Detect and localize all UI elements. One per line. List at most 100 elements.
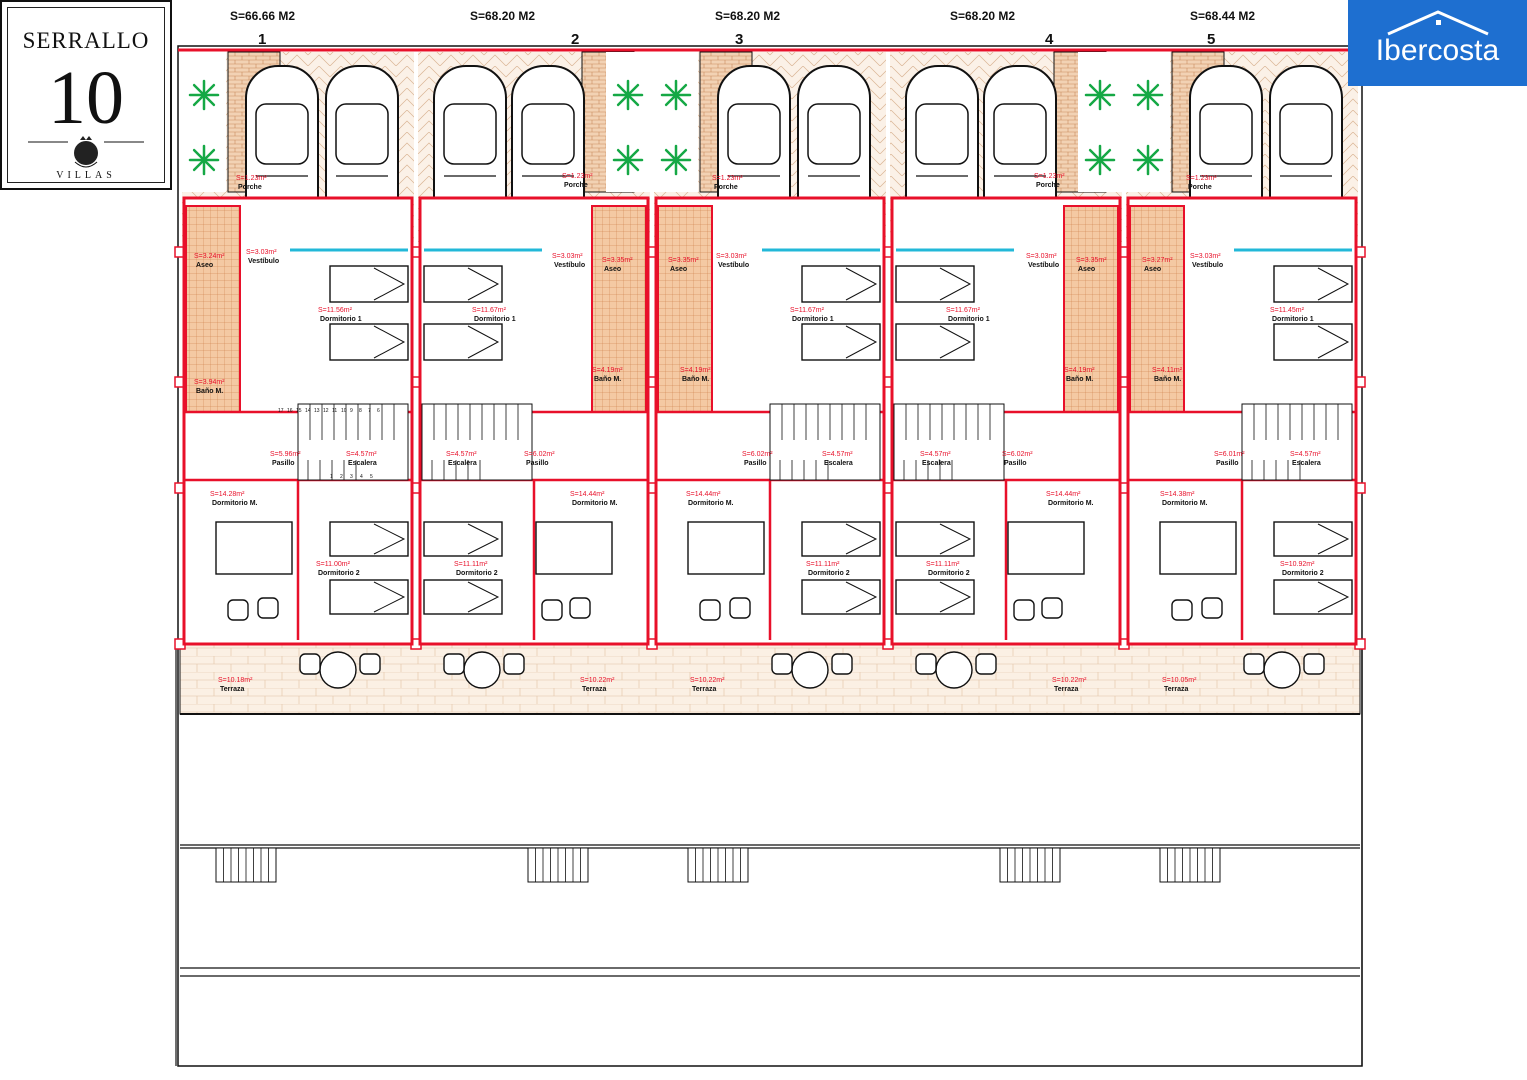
- bed-sheet: [1317, 267, 1350, 301]
- bed-sheet: [939, 325, 972, 359]
- room-area-label: S=3.35m²: [668, 257, 699, 264]
- terrace-table: [791, 651, 829, 689]
- room-name-label: Baño M.: [594, 376, 621, 383]
- room-area-label: S=14.44m²: [686, 491, 721, 498]
- car-roof: [443, 103, 497, 165]
- chair: [443, 653, 465, 675]
- stair-number: 7: [368, 408, 371, 414]
- plant-leaf: [202, 83, 216, 97]
- room-name-label: Terraza: [692, 686, 716, 693]
- room-area-label: S=3.03m²: [1026, 253, 1057, 260]
- chair: [299, 653, 321, 675]
- bed-sheet: [939, 581, 972, 613]
- unit-area-label: S=66.66 M2: [230, 9, 295, 23]
- room-name-label: Dormitorio 1: [474, 316, 516, 323]
- room-name-label: Vestíbulo: [248, 258, 279, 265]
- room-area-label: S=11.67m²: [946, 307, 981, 314]
- room-name-label: Terraza: [1164, 686, 1188, 693]
- room-name-label: Dormitorio 2: [928, 570, 970, 577]
- room-name-label: Pasillo: [744, 460, 767, 467]
- car-roof: [993, 103, 1047, 165]
- room-area-label: S=6.02m²: [524, 451, 555, 458]
- unit-2: [418, 51, 650, 883]
- chair: [831, 653, 853, 675]
- terrace-table: [463, 651, 501, 689]
- stair-number: 16: [287, 408, 293, 414]
- room-name-label: Aseo: [670, 266, 687, 273]
- double-bed: [1007, 521, 1085, 575]
- unit-number: 5: [1207, 31, 1215, 48]
- room-name-label: Baño M.: [1154, 376, 1181, 383]
- room-area-label: S=4.57m²: [446, 451, 477, 458]
- room-area-label: S=5.96m²: [270, 451, 301, 458]
- chair: [503, 653, 525, 675]
- stair-number: 8: [359, 408, 362, 414]
- chair: [699, 599, 721, 621]
- room-area-label: S=4.19m²: [1064, 367, 1095, 374]
- chair: [729, 597, 751, 619]
- ground-stair: [1159, 847, 1221, 883]
- room-area-label: S=3.27m²: [1142, 257, 1173, 264]
- room-area-label: S=1.23m²: [1186, 175, 1217, 182]
- room-area-label: S=3.03m²: [716, 253, 747, 260]
- chair: [227, 599, 249, 621]
- unit-number: 2: [571, 31, 579, 48]
- chair: [257, 597, 279, 619]
- bed: [1273, 521, 1353, 557]
- room-name-label: Aseo: [1144, 266, 1161, 273]
- plant-leaf: [1088, 83, 1102, 97]
- chair: [1303, 653, 1325, 675]
- stair-number: 1: [330, 474, 333, 480]
- room-area-label: S=11.00m²: [316, 561, 351, 568]
- room-name-label: Porche: [714, 184, 738, 191]
- double-bed: [1159, 521, 1237, 575]
- car-roof: [335, 103, 389, 165]
- bed-sheet: [845, 581, 878, 613]
- bed-sheet: [845, 325, 878, 359]
- stair-number: 17: [278, 408, 284, 414]
- plant-leaf: [626, 83, 640, 97]
- staircase: [1241, 403, 1353, 481]
- chair: [1171, 599, 1193, 621]
- room-area-label: S=1.23m²: [236, 175, 267, 182]
- unit-5: [1126, 51, 1358, 883]
- units-layer: [182, 51, 1358, 883]
- room-name-label: Vestíbulo: [554, 262, 585, 269]
- unit-area-label: S=68.20 M2: [715, 9, 780, 23]
- plant-leaf: [664, 148, 678, 162]
- wet-room: [657, 205, 713, 413]
- double-bed: [535, 521, 613, 575]
- bed: [329, 323, 409, 361]
- room-area-label: S=11.67m²: [790, 307, 825, 314]
- room-name-label: Pasillo: [1216, 460, 1239, 467]
- car-roof: [727, 103, 781, 165]
- staircase: [421, 403, 533, 481]
- logo-frame: [7, 7, 165, 183]
- chair: [359, 653, 381, 675]
- pomegranate-icon: [28, 136, 144, 168]
- plant-leaf: [626, 148, 640, 162]
- room-name-label: Terraza: [1054, 686, 1078, 693]
- room-name-label: Dormitorio 1: [320, 316, 362, 323]
- plant-leaf: [616, 158, 630, 172]
- room-area-label: S=3.35m²: [602, 257, 633, 264]
- bed: [423, 265, 503, 303]
- bed-sheet: [939, 267, 972, 301]
- room-area-label: S=4.57m²: [822, 451, 853, 458]
- unit-area-label: S=68.20 M2: [950, 9, 1015, 23]
- room-area-label: S=6.01m²: [1214, 451, 1245, 458]
- room-area-label: S=4.57m²: [1290, 451, 1321, 458]
- logo-subtitle: VILLAS: [56, 170, 116, 181]
- bed: [329, 521, 409, 557]
- car-roof: [521, 103, 575, 165]
- room-name-label: Aseo: [604, 266, 621, 273]
- stair-number: 12: [323, 408, 329, 414]
- unit-number: 1: [258, 31, 266, 48]
- room-area-label: S=3.03m²: [1190, 253, 1221, 260]
- room-area-label: S=10.05m²: [1162, 677, 1197, 684]
- room-name-label: Dormitorio 2: [318, 570, 360, 577]
- room-area-label: S=11.11m²: [806, 561, 840, 568]
- room-name-label: Vestíbulo: [1028, 262, 1059, 269]
- bed-sheet: [467, 581, 500, 613]
- room-area-label: S=14.28m²: [210, 491, 245, 498]
